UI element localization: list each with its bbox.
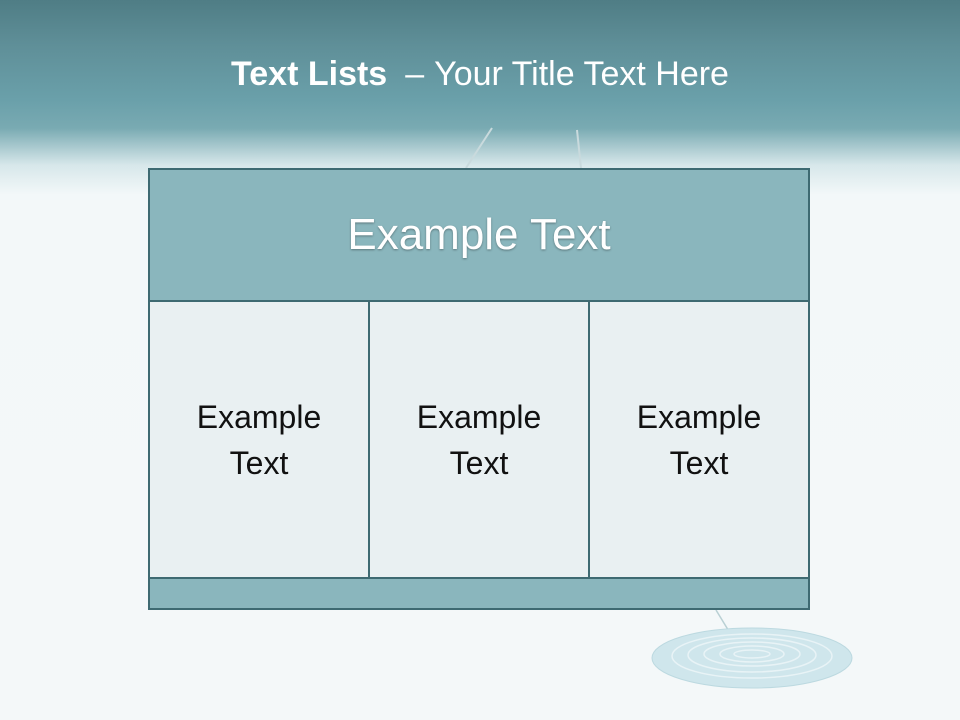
slide-title-separator: – [405,55,425,93]
slide-title-bold: Text Lists [231,55,388,93]
slide-title-subtitle: Your Title Text Here [434,55,729,93]
water-ripple-icon [651,627,853,689]
text-list-diagram: Example Text Example Text Example Text E… [148,168,810,610]
diagram-footer-bar [150,577,808,608]
diagram-column-2: Example Text [368,302,588,577]
diagram-column-3-text: Example Text [636,398,762,481]
decor-line-right [576,129,582,169]
diagram-column-2-text: Example Text [416,398,542,481]
diagram-column-1-text: Example Text [196,398,322,481]
slide-title: Text Lists–Your Title Text Here [0,52,960,96]
diagram-columns: Example Text Example Text Example Text [150,302,808,577]
decor-line-left [465,127,493,169]
diagram-column-1: Example Text [150,302,368,577]
decor-line-ripple [715,609,745,657]
diagram-header: Example Text [150,170,808,302]
diagram-column-3: Example Text [588,302,808,577]
diagram-header-text: Example Text [347,210,611,259]
